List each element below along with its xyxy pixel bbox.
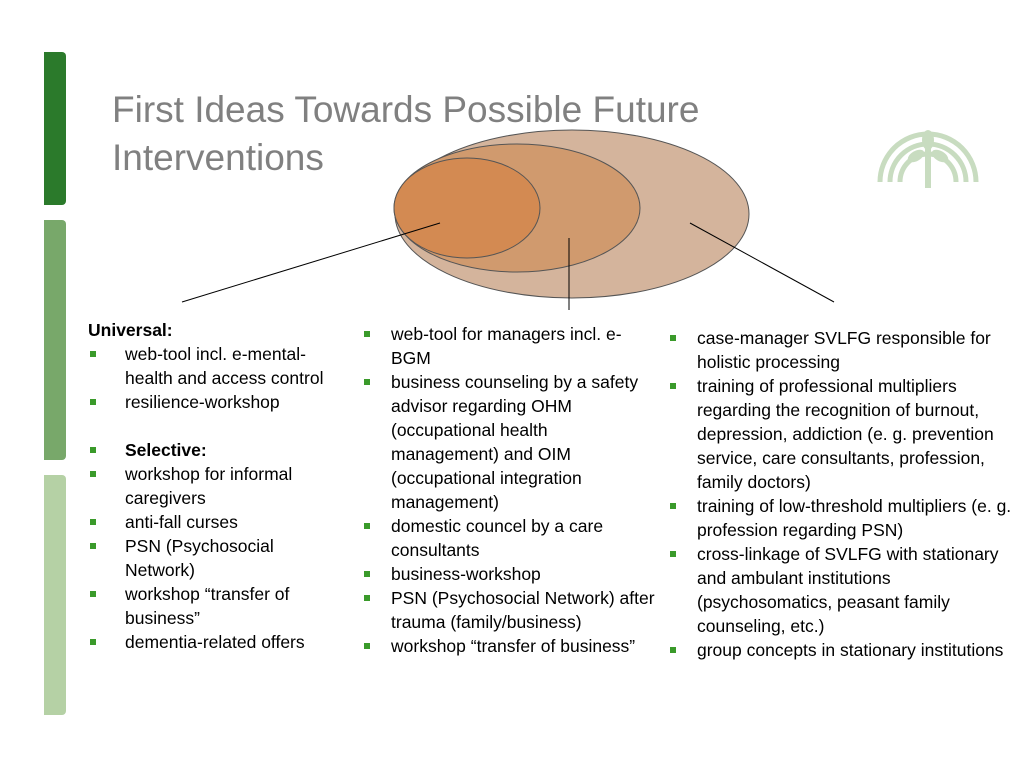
title-line-1: First Ideas Towards Possible Future [112, 89, 700, 130]
list-item: dementia-related offers [88, 630, 348, 654]
column-middle: web-tool for managers incl. e-BGM busine… [362, 322, 657, 658]
list-item: training of low-threshold multipliers (e… [668, 494, 1013, 542]
list-item: anti-fall curses [88, 510, 348, 534]
selective-heading: Selective: [88, 438, 348, 462]
list-item: PSN (Psychosocial Network) after trauma … [362, 586, 657, 634]
slide-title: First Ideas Towards Possible Future Inte… [112, 86, 812, 182]
universal-list: web-tool incl. e-mental-health and acces… [88, 342, 348, 414]
list-item: domestic councel by a care consultants [362, 514, 657, 562]
list-item: group concepts in stationary institution… [668, 638, 1013, 662]
universal-heading: Universal: [88, 320, 173, 340]
list-item: training of professional multipliers reg… [668, 374, 1013, 494]
accent-bar-top [44, 52, 66, 205]
selective-list: Selective: workshop for informal caregiv… [88, 438, 348, 654]
list-item: business counseling by a safety advisor … [362, 370, 657, 514]
connector-indicated [689, 222, 835, 303]
list-item: PSN (Psychosocial Network) [88, 534, 348, 582]
accent-bar-bottom [44, 475, 66, 715]
list-item: workshop “transfer of business” [362, 634, 657, 658]
list-item: web-tool for managers incl. e-BGM [362, 322, 657, 370]
ellipse-inner [393, 157, 541, 259]
title-line-2: Interventions [112, 137, 324, 178]
list-item: business-workshop [362, 562, 657, 586]
column-right: case-manager SVLFG responsible for holis… [668, 326, 1013, 662]
list-item: case-manager SVLFG responsible for holis… [668, 326, 1013, 374]
list-item: workshop for informal caregivers [88, 462, 348, 510]
accent-bar-middle [44, 220, 66, 460]
right-list: case-manager SVLFG responsible for holis… [668, 326, 1013, 662]
logo-icon [877, 130, 979, 188]
connector-universal [181, 222, 441, 303]
list-item: workshop “transfer of business” [88, 582, 348, 630]
list-item: web-tool incl. e-mental-health and acces… [88, 342, 348, 390]
list-item: cross-linkage of SVLFG with stationary a… [668, 542, 1013, 638]
middle-list: web-tool for managers incl. e-BGM busine… [362, 322, 657, 658]
list-item: resilience-workshop [88, 390, 348, 414]
column-universal: Universal: web-tool incl. e-mental-healt… [88, 318, 348, 654]
